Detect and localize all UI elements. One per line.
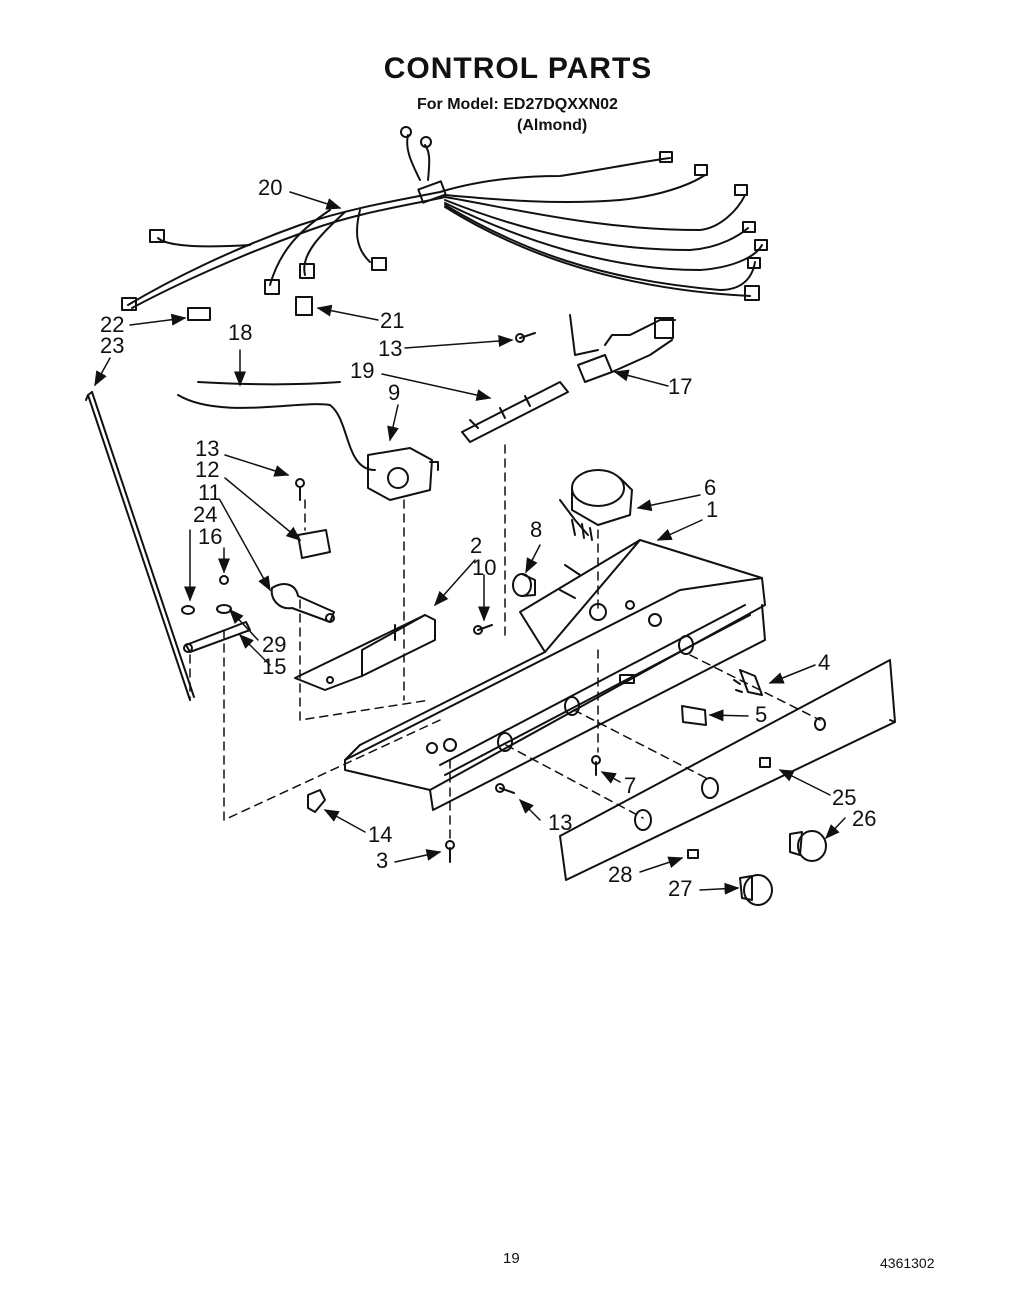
callout-1: 1 xyxy=(706,497,718,522)
callout-2: 2 xyxy=(470,533,482,558)
heater-tube xyxy=(461,381,569,443)
callout-labels: 20 21 22 23 13 19 17 18 9 13 12 11 24 16… xyxy=(100,175,876,901)
callout-13b: 13 xyxy=(195,436,219,461)
control-panel-plate xyxy=(559,659,896,881)
model-line: For Model: ED27DQXXN02 xyxy=(417,96,618,113)
callout-4: 4 xyxy=(818,650,830,675)
alignment-lines xyxy=(189,444,821,839)
callout-9: 9 xyxy=(388,380,400,405)
callout-19: 19 xyxy=(350,358,374,383)
callout-15: 15 xyxy=(262,654,286,679)
switch-5 xyxy=(681,705,707,726)
callout-28: 28 xyxy=(608,862,632,887)
knob-shaft-assembly xyxy=(270,478,335,623)
callout-13a: 13 xyxy=(378,336,402,361)
callout-29: 29 xyxy=(262,632,286,657)
callout-5: 5 xyxy=(755,702,767,727)
document-number: 4361302 xyxy=(880,1255,935,1271)
callout-13c: 13 xyxy=(548,810,572,835)
knob-27 xyxy=(739,874,773,906)
screw-10 xyxy=(473,624,493,635)
callout-23: 23 xyxy=(100,333,124,358)
callout-12: 12 xyxy=(195,457,219,482)
screw-13-bottom xyxy=(495,783,515,794)
defrost-timer xyxy=(559,469,633,541)
callout-8: 8 xyxy=(530,517,542,542)
callout-25: 25 xyxy=(832,785,856,810)
callout-27: 27 xyxy=(668,876,692,901)
callout-6: 6 xyxy=(704,475,716,500)
switch-4 xyxy=(733,669,763,696)
callout-14: 14 xyxy=(368,822,392,847)
control-housing xyxy=(344,539,766,811)
callout-3: 3 xyxy=(376,848,388,873)
callout-22: 22 xyxy=(100,312,124,337)
wiring-harness xyxy=(121,126,768,311)
page-number: 19 xyxy=(503,1250,520,1267)
screw-7 xyxy=(591,755,601,776)
knob-26 xyxy=(789,830,827,862)
callout-leaders xyxy=(94,191,846,895)
color-line: (Almond) xyxy=(517,117,588,134)
callout-7: 7 xyxy=(624,773,636,798)
cold-control xyxy=(367,447,439,501)
callout-10: 10 xyxy=(472,555,496,580)
bumper xyxy=(512,573,536,597)
screw-top xyxy=(515,332,536,343)
capacitor xyxy=(569,314,676,383)
callout-24: 24 xyxy=(193,502,217,527)
callout-21: 21 xyxy=(380,308,404,333)
capillary-tube xyxy=(177,381,376,471)
clip-part xyxy=(295,296,313,316)
control-rod xyxy=(85,391,195,701)
callout-17: 17 xyxy=(668,374,692,399)
connector-clip xyxy=(187,307,211,321)
clip-14 xyxy=(307,789,326,813)
control-bracket xyxy=(294,614,436,691)
callout-20: 20 xyxy=(258,175,282,200)
lever-assembly xyxy=(181,575,251,653)
callout-18: 18 xyxy=(228,320,252,345)
screw-3 xyxy=(445,840,455,863)
callout-26: 26 xyxy=(852,806,876,831)
callout-11: 11 xyxy=(198,480,221,505)
clip-28 xyxy=(687,849,699,859)
page-title: CONTROL PARTS xyxy=(383,52,653,85)
callout-16: 16 xyxy=(198,524,222,549)
